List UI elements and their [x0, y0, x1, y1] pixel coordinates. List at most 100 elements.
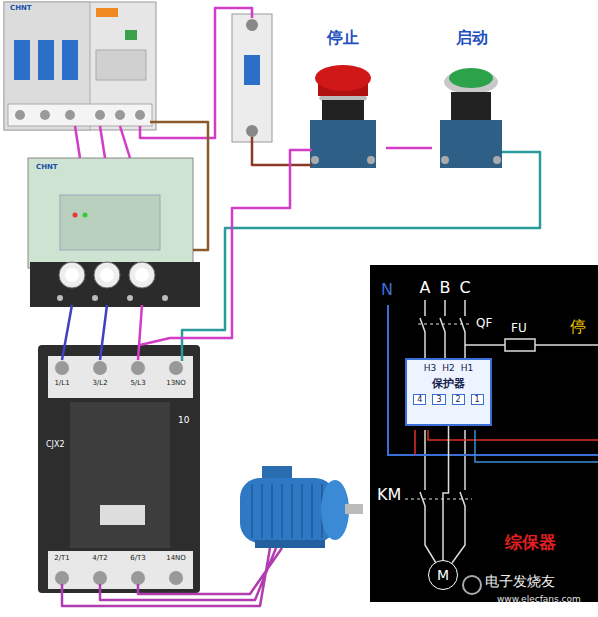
contactor — [38, 345, 200, 593]
node-text: 启动 — [456, 28, 488, 49]
wire-part — [150, 122, 208, 250]
text-row: 4321 — [413, 394, 483, 405]
circuit-breaker-part — [62, 40, 78, 80]
circuit-breaker-part — [95, 110, 105, 120]
motor-picture-part-part — [311, 484, 313, 538]
schematic-panel — [370, 265, 598, 602]
motor-protector-part — [57, 295, 63, 301]
circuit-breaker-part — [40, 110, 50, 120]
node-text: 3 — [432, 394, 445, 405]
circuit-breaker-part — [135, 110, 145, 120]
wire-part — [62, 305, 107, 360]
schematic-panel-part — [388, 305, 598, 455]
start-button: 启动 — [432, 28, 512, 178]
schematic-panel-part — [405, 498, 472, 499]
label-text: 电子发烧友 — [485, 574, 555, 589]
motor-protector-part — [60, 195, 160, 250]
motor-protector-part — [30, 262, 200, 307]
motor-picture-part — [240, 478, 335, 543]
motor-protector — [28, 158, 200, 307]
start-button-part — [451, 92, 491, 120]
wire-part — [140, 8, 252, 138]
node-text: H3 — [424, 363, 437, 373]
circuit-breaker — [4, 2, 156, 130]
contactor-part — [48, 356, 193, 398]
node-text: 1 — [471, 394, 484, 405]
stop-button-part — [367, 156, 375, 164]
label-text: 2/T1 — [54, 555, 70, 563]
wire-connector — [386, 147, 432, 150]
circuit-breaker-part — [4, 2, 156, 130]
motor-protector-part — [127, 295, 133, 301]
schematic-panel-part — [370, 265, 598, 602]
label-text: 综保器 — [505, 533, 556, 552]
text-row: H3 H2 H1 — [424, 363, 474, 373]
wire-part — [182, 152, 540, 361]
start-button-part — [440, 120, 502, 168]
mcb-breaker-part — [232, 14, 272, 142]
motor-symbol: M — [428, 560, 458, 590]
contactor-part — [93, 361, 107, 375]
wire-part — [138, 305, 142, 360]
wire-connector — [443, 426, 449, 560]
node-text: H2 — [442, 363, 455, 373]
contactor-part — [169, 361, 183, 375]
motor-picture-part — [252, 484, 322, 538]
motor-picture-part — [321, 480, 349, 540]
label-text: 1/L1 — [54, 380, 69, 388]
motor-picture-part-part — [261, 484, 263, 538]
label-text: www.elecfans.com — [497, 595, 581, 605]
circuit-breaker-part — [96, 50, 146, 80]
contactor-part — [169, 571, 183, 585]
node-text: H1 — [461, 363, 474, 373]
circuit-breaker-part — [14, 40, 30, 80]
label-text: FU — [511, 322, 527, 335]
circuit-breaker-part — [96, 8, 118, 17]
stop-button: 停止 — [300, 28, 386, 178]
label-text: QF — [476, 317, 492, 330]
motor-picture-part-part — [301, 484, 303, 538]
motor-protector-part — [83, 213, 88, 218]
contactor-part — [131, 571, 145, 585]
stop-button — [310, 65, 376, 168]
stop-button-part — [315, 65, 371, 91]
node-text: M — [437, 567, 449, 583]
node-text: 10 — [178, 415, 189, 425]
contactor-part — [93, 571, 107, 585]
motor-picture-part-part — [281, 484, 283, 538]
motor-protector-part — [65, 268, 79, 282]
start-button-part — [441, 156, 449, 164]
stop-button-part — [311, 156, 319, 164]
motor-protector-part — [100, 268, 114, 282]
mcb-breaker-part — [246, 125, 258, 137]
label-text: KM — [377, 486, 401, 504]
contactor-part — [131, 361, 145, 375]
motor-picture-part-part — [291, 484, 293, 538]
node-text: CJX2 — [46, 440, 65, 449]
contactor-part — [55, 361, 69, 375]
contactor-part — [100, 505, 145, 525]
circuit-breaker-part — [125, 30, 137, 40]
schematic-panel-part — [505, 339, 535, 351]
node-text: 停止 — [327, 28, 359, 49]
contactor-part — [70, 402, 170, 548]
motor-protector-part — [129, 262, 155, 288]
mcb-breaker — [232, 14, 272, 142]
label-text: 4/T2 — [92, 555, 108, 563]
label-text: 停 — [570, 318, 586, 336]
motor-picture-part-part — [251, 484, 253, 538]
motor-protector-part — [59, 262, 85, 288]
label-text: 5/L3 — [130, 380, 145, 388]
motor-picture — [240, 466, 363, 548]
label-text: C — [459, 279, 470, 297]
motor-protector-part — [92, 295, 98, 301]
mcb-breaker-part — [244, 55, 260, 85]
wire-part — [62, 548, 282, 606]
circuit-breaker-part — [65, 110, 75, 120]
schematic-panel-part — [418, 323, 470, 324]
circuit-breaker-part — [15, 110, 25, 120]
schematic-panel-part — [420, 300, 465, 358]
contactor-part — [55, 571, 69, 585]
